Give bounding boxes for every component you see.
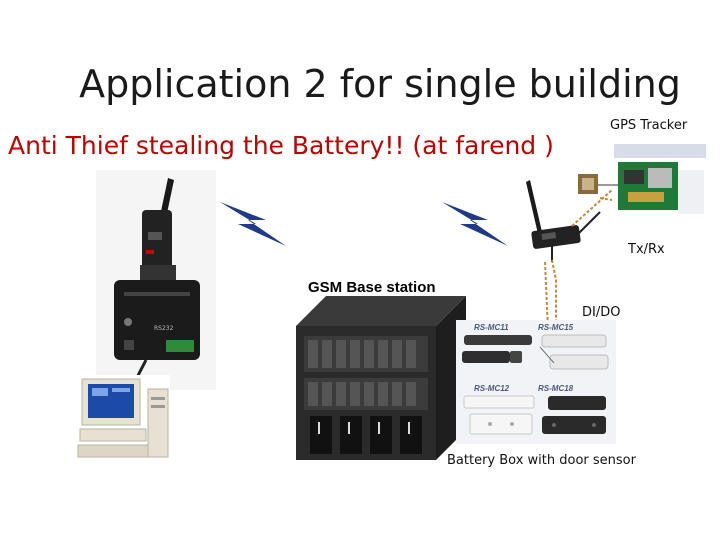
computer-icon [77,375,170,460]
base-station-rack-icon [296,296,466,460]
sensor-model-label: RS-MC12 [474,384,510,393]
txrx-label: Tx/Rx [628,242,665,257]
slide-subtitle: Anti Thief stealing the Battery!! (at fa… [8,131,554,160]
gps-tracker-label: GPS Tracker [610,118,688,133]
dido-label: DI/DO [582,305,621,320]
slide-title: Application 2 for single building [79,62,681,106]
sensor-model-label: RS-MC18 [538,384,574,393]
lightning-icon [220,202,286,246]
svg-text:RS232: RS232 [154,325,174,332]
door-sensor-icon [542,396,606,434]
lightning-icon [442,202,508,246]
gsm-modem-icon: RS232 [96,170,216,391]
door-sensor-icon [539,334,609,370]
gsm-base-station-label: GSM Base station [308,279,436,296]
door-sensor-icon [462,335,532,363]
battery-box-label: Battery Box with door sensor [447,453,636,468]
sensor-model-label: RS-MC11 [474,323,509,332]
gps-tracker-icon [578,144,706,214]
sensor-model-label: RS-MC15 [538,323,574,332]
antenna-modem-icon [526,180,601,262]
door-sensor-icon [463,395,535,435]
